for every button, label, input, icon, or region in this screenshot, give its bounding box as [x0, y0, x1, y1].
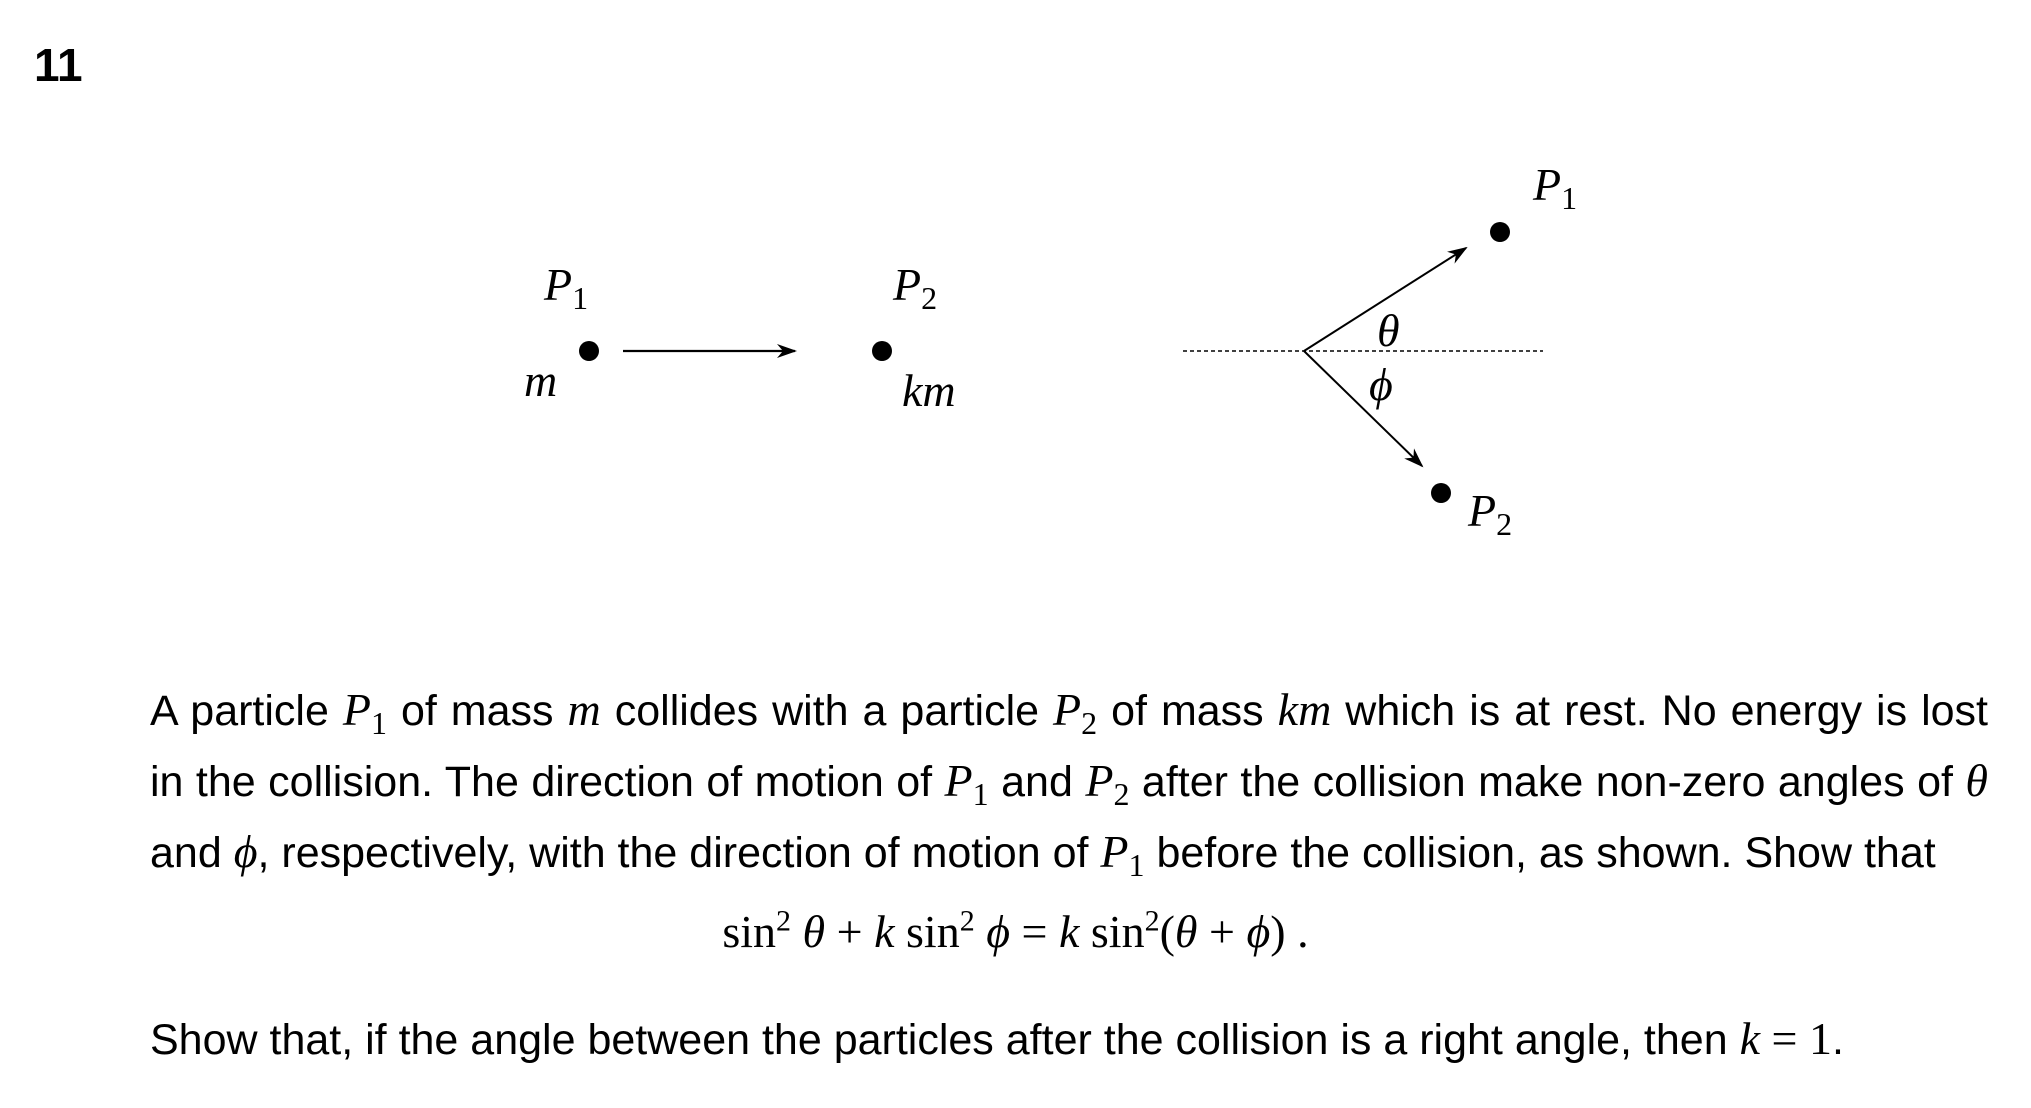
label-p1-after: P1: [1533, 159, 1578, 216]
question-number: 11: [34, 39, 83, 91]
label-angle-theta: θ: [1377, 305, 1400, 356]
label-mass-m: m: [524, 355, 558, 406]
particle-p2-after: [1431, 483, 1451, 503]
p1-outgoing-arrow: [1303, 246, 1468, 352]
label-p2-before: P2: [893, 259, 938, 316]
particle-p1-before: [579, 341, 599, 361]
display-equation: sin2 θ + k sin2 ϕ = k sin2(θ + ϕ) .: [722, 904, 1309, 957]
label-p2-after: P2: [1468, 485, 1513, 542]
conclusion-paragraph: Show that, if the angle between the part…: [150, 1013, 1844, 1064]
label-mass-km: km: [902, 365, 956, 416]
label-p1-before: P1: [544, 259, 589, 316]
collision-diagram: [579, 222, 1543, 503]
label-angle-phi: ϕ: [1369, 359, 1393, 410]
p2-outgoing-arrow: [1303, 350, 1424, 468]
particle-p1-after: [1490, 222, 1510, 242]
problem-paragraph: A particle P1 of mass m collides with a …: [150, 684, 1989, 883]
particle-p2-before: [872, 341, 892, 361]
